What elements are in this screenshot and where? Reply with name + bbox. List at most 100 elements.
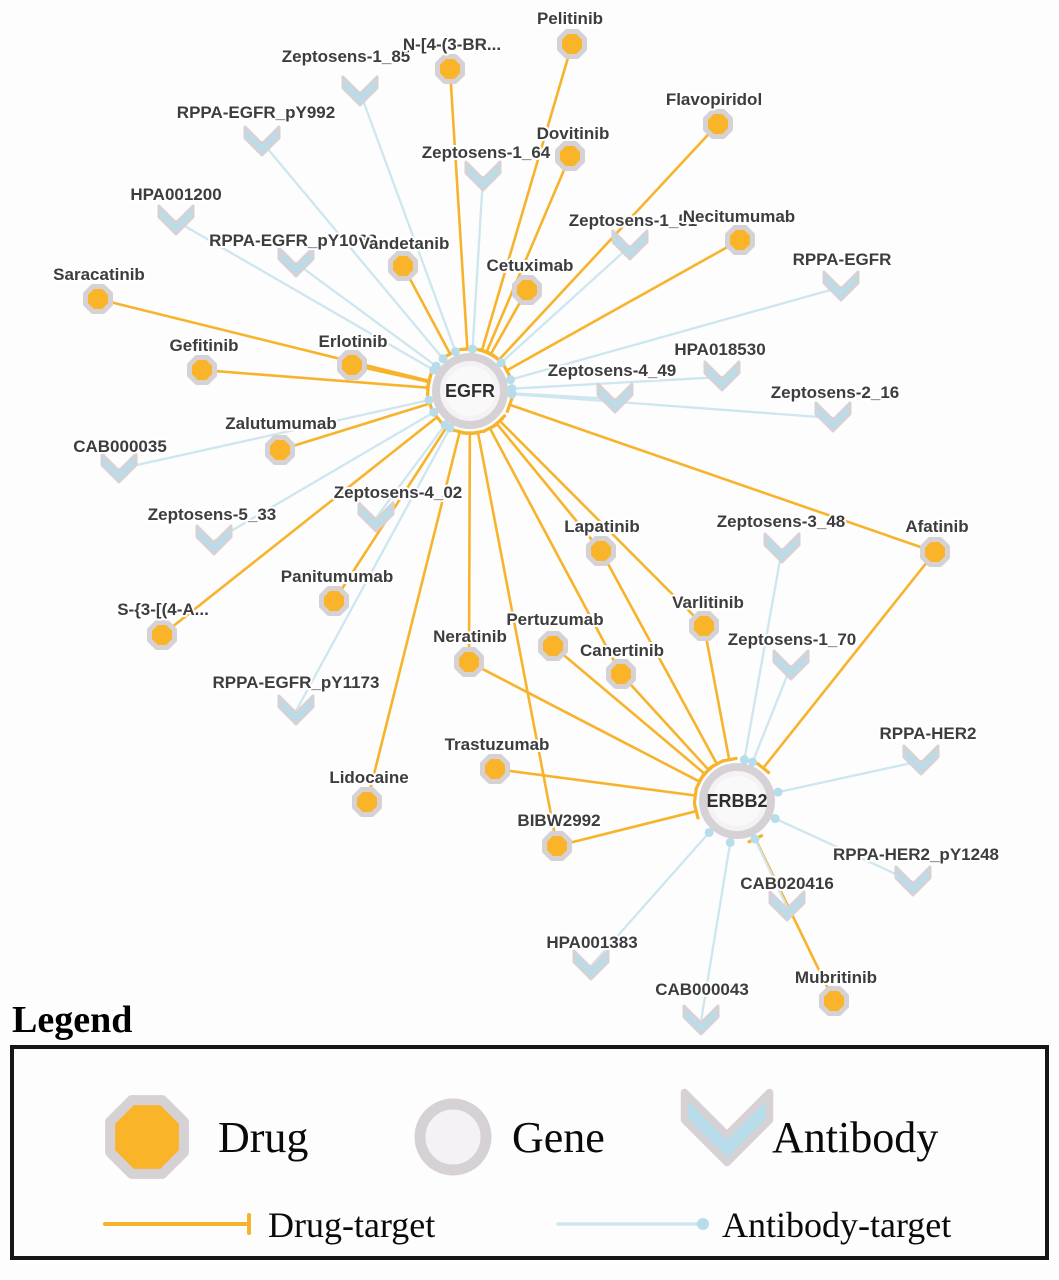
drug-node-Gefitinib	[187, 355, 217, 385]
antibody-target-dot	[429, 407, 439, 417]
antibody-target-dot	[725, 837, 735, 847]
network: Zeptosens-1_85RPPA-EGFR_pY992HPA001200RP…	[51, 7, 1001, 1036]
antibody-node-Zeptosens-1_64	[464, 160, 502, 192]
antibody-target-dot	[739, 755, 749, 765]
drug-label: Pelitinib	[537, 9, 603, 28]
drug-label: Afatinib	[905, 517, 968, 536]
drug-node-N-[4-(3-BR...	[435, 54, 465, 84]
edge-drug	[551, 644, 707, 776]
drug-node-Afatinib	[920, 537, 950, 567]
edge-drug	[493, 767, 697, 797]
edge-antibody	[774, 817, 915, 884]
legend-gene-label: Gene	[512, 1113, 605, 1162]
antibody-label: RPPA-EGFR_pY1068	[209, 231, 377, 250]
edge-drug	[702, 624, 731, 762]
legend-drug-label: Drug	[218, 1113, 308, 1162]
drug-label: Lapatinib	[564, 517, 640, 536]
drug-label: Saracatinib	[53, 265, 145, 284]
edge-drug	[599, 549, 719, 766]
edge-drug	[555, 809, 698, 848]
antibody-node-RPPA-EGFR_pY1068	[277, 246, 315, 278]
node-layer	[83, 29, 950, 1036]
antibody-target-dot	[697, 1218, 709, 1230]
antibody-node-Zeptosens-2_16	[814, 401, 852, 433]
legend-title: Legend	[12, 999, 132, 1041]
drug-label: Gefitinib	[170, 336, 239, 355]
drug-label: Cetuximab	[487, 256, 574, 275]
antibody-node-HPA001383	[572, 949, 610, 981]
drug-node-Erlotinib	[337, 350, 367, 380]
edge-layer	[96, 42, 937, 1023]
antibody-target-dot	[505, 375, 515, 385]
gene-label: ERBB2	[706, 791, 767, 811]
drug-node-Saracatinib	[83, 284, 113, 314]
edge-drug	[761, 550, 937, 770]
antibody-node-Zeptosens-1_85	[341, 75, 379, 107]
drug-node-Varlitinib	[689, 611, 719, 641]
antibody-node-RPPA-HER2_pY1248	[894, 865, 932, 897]
antibody-icon	[680, 1088, 774, 1167]
antibody-node-CAB000043	[682, 1004, 720, 1036]
edge-antibody	[699, 841, 732, 1023]
legend-antibody-label: Antibody	[772, 1113, 938, 1162]
gene-icon	[414, 1098, 492, 1176]
drug-label: Vandetanib	[359, 234, 450, 253]
drug-label: Necitumumab	[683, 207, 795, 226]
drug-label: Pertuzumab	[506, 610, 603, 629]
edge-drug	[497, 122, 720, 362]
edge-drug	[488, 426, 623, 676]
antibody-node-Zeptosens-4_02	[357, 501, 395, 533]
antibody-target-dot	[438, 354, 448, 364]
drug-node-Neratinib	[454, 647, 484, 677]
drug-label: Dovitinib	[537, 124, 610, 143]
antibody-target-dot	[431, 361, 441, 371]
drug-node-Lidocaine	[352, 787, 382, 817]
edge-drug	[96, 297, 431, 383]
edge-antibody	[294, 426, 452, 713]
antibody-node-CAB000035	[100, 452, 138, 484]
label-layer: Zeptosens-1_85RPPA-EGFR_pY992HPA001200RP…	[51, 7, 1001, 1001]
edge-drug	[467, 660, 702, 783]
antibody-target-dot	[750, 834, 760, 844]
drug-label: Varlitinib	[672, 593, 744, 612]
antibody-node-Zeptosens-3_48	[763, 532, 801, 564]
edge-antibody	[510, 375, 724, 390]
drug-label: Canertinib	[580, 641, 664, 660]
drug-label: Trastuzumab	[445, 735, 550, 754]
gene-node-inner	[712, 776, 762, 826]
antibody-node-RPPA-HER2	[902, 744, 940, 776]
drug-icon	[105, 1095, 189, 1179]
antibody-node-Zeptosens-1_70	[772, 649, 810, 681]
antibody-label: Zeptosens-1_70	[728, 630, 857, 649]
antibody-label: Zeptosens-4_02	[334, 483, 463, 502]
drug-label: Neratinib	[433, 627, 507, 646]
antibody-label: Zeptosens-5_33	[148, 505, 277, 524]
drug-node-Vandetanib	[388, 251, 418, 281]
drug-label: BIBW2992	[517, 811, 600, 830]
edge-antibody	[471, 175, 485, 351]
antibody-target-dot	[424, 395, 434, 405]
drug-label: Mubritinib	[795, 968, 877, 987]
antibody-label: CAB000035	[73, 437, 167, 456]
antibody-node-RPPA-EGFR_pY992	[243, 125, 281, 157]
drug-node-BIBW2992	[542, 831, 572, 861]
drug-node-Mubritinib	[819, 986, 849, 1016]
antibody-target-dot	[773, 787, 783, 797]
antibody-node-RPPA-EGFR	[822, 270, 860, 302]
drug-target-arrow	[720, 756, 738, 763]
edge-antibody	[743, 547, 784, 761]
antibody-node-Zeptosens-1_51	[611, 229, 649, 261]
antibody-node-Zeptosens-4_49	[596, 382, 634, 414]
antibody-node-HPA001200	[157, 204, 195, 236]
antibody-target-dot	[445, 423, 455, 433]
drug-label: Lidocaine	[329, 768, 408, 787]
antibody-label: Zeptosens-2_16	[771, 383, 900, 402]
edge-drug	[448, 67, 469, 351]
antibody-label: CAB000043	[655, 980, 749, 999]
antibody-label: RPPA-HER2	[880, 724, 977, 743]
edge-drug	[619, 672, 710, 772]
antibody-label: RPPA-EGFR_pY1173	[213, 673, 380, 692]
drug-label: Panitumumab	[281, 567, 393, 586]
antibody-node-RPPA-EGFR_pY1173	[277, 694, 315, 726]
